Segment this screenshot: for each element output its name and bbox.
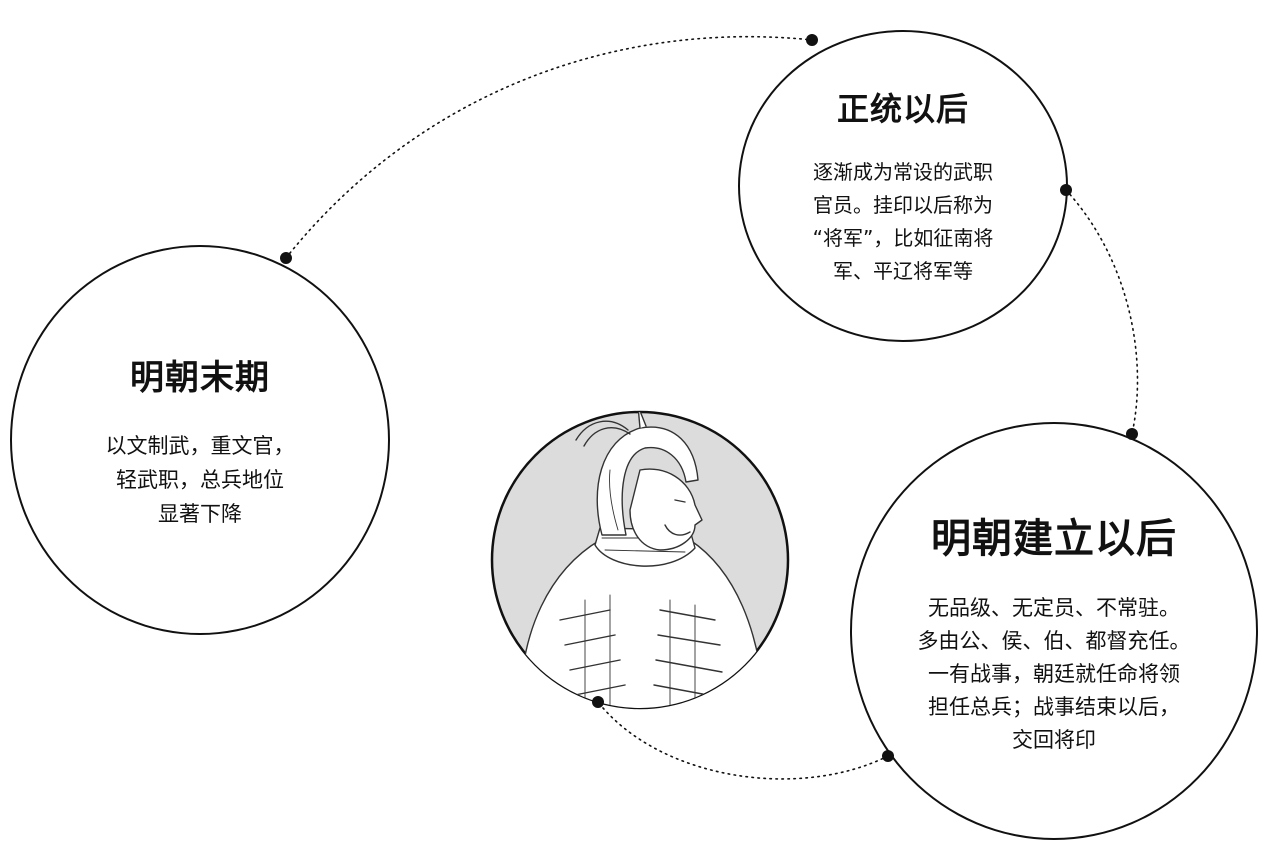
connector-zhengtong-to-founding [1065, 189, 1139, 435]
general-portrait-icon [490, 410, 790, 710]
connector-founding-to-portrait [597, 701, 889, 780]
node-after-founding-body: 无品级、无定员、不常驻。 多由公、侯、伯、都督充任。 一有战事，朝廷就任命将领 … [917, 595, 1191, 752]
node-after-founding-title: 明朝建立以后 [931, 514, 1177, 562]
node-after-zhengtong-body: 逐渐成为常设的武职 官员。挂印以后称为 “将军”，比如征南将 军、平辽将军等 [812, 160, 994, 283]
node-after-zhengtong: 正统以后 逐渐成为常设的武职 官员。挂印以后称为 “将军”，比如征南将 军、平辽… [738, 30, 1068, 342]
node-late-ming: 明朝末期 以文制武，重文官， 轻武职，总兵地位 显著下降 [10, 245, 390, 635]
node-after-founding: 明朝建立以后 无品级、无定员、不常驻。 多由公、侯、伯、都督充任。 一有战事，朝… [850, 422, 1258, 840]
connector-late-to-zhengtong [285, 35, 813, 259]
node-after-zhengtong-title: 正统以后 [836, 90, 969, 128]
node-late-ming-body: 以文制武，重文官， 轻武职，总兵地位 显著下降 [105, 433, 295, 526]
node-late-ming-title: 明朝末期 [130, 357, 270, 398]
